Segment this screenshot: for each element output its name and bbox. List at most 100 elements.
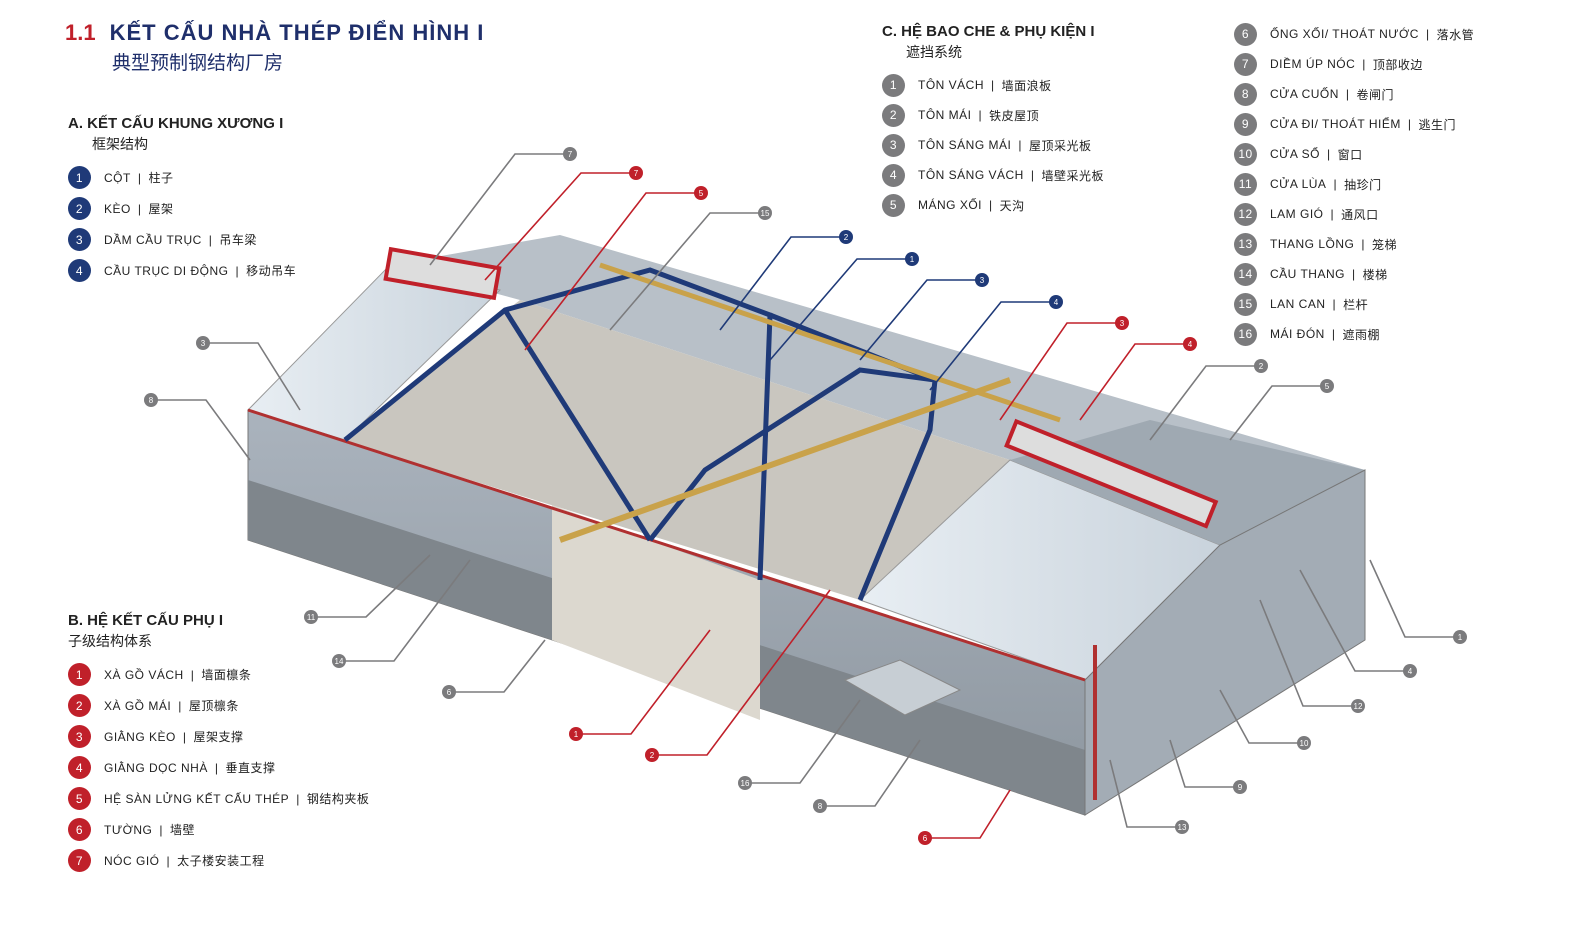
callout-number: 1 (574, 730, 579, 739)
callout-number: 7 (634, 169, 639, 178)
callout-leader-line (1169, 739, 1240, 788)
callout-number: 3 (201, 339, 206, 348)
callout-C-3: 3 (196, 336, 301, 411)
callout-C-8: 8 (813, 739, 921, 813)
callout-marker (1233, 780, 1247, 794)
callout-C-4: 4 (1299, 569, 1417, 678)
item-vn: HỆ SÀN LỬNG KẾT CẤU THÉP (104, 791, 290, 806)
item-vn: CỬA SỔ (1270, 147, 1320, 161)
separator: | (1331, 327, 1336, 341)
callout-C-14: 14 (332, 559, 471, 668)
section-c-cn: 遮挡系统 (906, 44, 962, 60)
separator: | (182, 729, 187, 744)
callout-marker (332, 654, 346, 668)
number-badge: 6 (1234, 22, 1257, 46)
item-cn: 太子楼安装工程 (177, 854, 265, 868)
title-vn: KẾT CẤU NHÀ THÉP ĐIỂN HÌNH I (109, 20, 485, 45)
callout-C-8: 8 (144, 393, 251, 461)
item-vn: TÔN MÁI (918, 108, 972, 122)
number-badge: 3 (882, 133, 905, 157)
separator: | (1361, 237, 1365, 251)
item-cn: 落水管 (1436, 27, 1475, 42)
section-a-cn: 框架结构 (92, 136, 148, 152)
item-vn: CỬA CUỐN (1270, 87, 1339, 101)
separator: | (1407, 117, 1412, 131)
floor (340, 300, 1010, 600)
number-badge: 13 (1234, 232, 1257, 256)
item-vn: NÓC GIÓ (104, 853, 160, 868)
callout-marker (694, 186, 708, 200)
item-cn: 墙面檩条 (201, 668, 252, 682)
callout-C-13: 13 (1109, 759, 1189, 834)
callout-leader-line (524, 192, 701, 351)
callout-marker (629, 166, 643, 180)
separator: | (1425, 27, 1430, 41)
item-cn: 屋顶采光板 (1028, 138, 1092, 153)
separator: | (1030, 168, 1035, 182)
item-vn: DIỀM ÚP NÓC (1270, 57, 1356, 71)
number-badge: 4 (68, 756, 91, 779)
callout-number: 10 (1300, 739, 1309, 748)
callout-leader-line (311, 554, 431, 618)
item-cn: 钢结构夹板 (306, 792, 370, 806)
callout-marker (1320, 379, 1334, 393)
callout-B-4: 4 (1079, 337, 1197, 421)
callout-A-3: 3 (859, 273, 989, 361)
callout-leader-line (576, 629, 711, 735)
callout-A-4: 4 (929, 295, 1063, 391)
item-vn: TƯỜNG (104, 822, 153, 837)
number-badge: 6 (68, 818, 91, 841)
callout-leader-line (429, 153, 570, 266)
item-vn: MÁNG XỐI (918, 198, 983, 212)
separator: | (1332, 297, 1337, 311)
number-badge: 12 (1234, 202, 1257, 226)
item-vn: CẦU THANG (1270, 267, 1345, 281)
number-badge: 5 (68, 787, 91, 810)
canopy (843, 659, 962, 716)
callout-number: 14 (335, 657, 344, 666)
callout-C-2: 2 (1149, 359, 1268, 441)
callout-leader-line (1079, 343, 1190, 421)
callout-leader-line (151, 399, 251, 461)
callout-C-1: 1 (1369, 559, 1467, 644)
callout-leader-line (745, 699, 861, 784)
number-badge: 7 (68, 849, 91, 872)
callout-number: 4 (1188, 340, 1193, 349)
callout-marker (304, 610, 318, 624)
item-vn: DẦM CẦU TRỤC (104, 232, 202, 247)
item-vn: XÀ GỒ VÁCH (104, 667, 184, 682)
item-vn: CỬA ĐI/ THOÁT HIỂM (1270, 117, 1401, 131)
number-badge: 15 (1234, 292, 1257, 316)
callout-leader-line (1369, 559, 1460, 638)
callout-marker (196, 336, 210, 350)
callout-number: 5 (1325, 382, 1330, 391)
callout-leader-line (1229, 385, 1327, 441)
separator: | (1345, 87, 1350, 101)
item-vn: TÔN SÁNG VÁCH (918, 168, 1024, 182)
callout-C-6: 6 (442, 639, 546, 699)
callout-A-2: 2 (719, 230, 853, 331)
number-badge: 16 (1234, 322, 1257, 346)
item-cn: 顶部收边 (1372, 57, 1423, 72)
number-badge: 1 (68, 166, 91, 189)
separator: | (1362, 57, 1366, 71)
item-cn: 天沟 (999, 198, 1025, 213)
callout-marker (1453, 630, 1467, 644)
number-badge: 7 (1234, 52, 1257, 76)
callout-number: 15 (761, 209, 770, 218)
crane-beam (558, 377, 1012, 543)
number-badge: 14 (1234, 262, 1257, 286)
item-vn: CỘT (104, 170, 131, 185)
callout-number: 9 (1238, 783, 1243, 792)
